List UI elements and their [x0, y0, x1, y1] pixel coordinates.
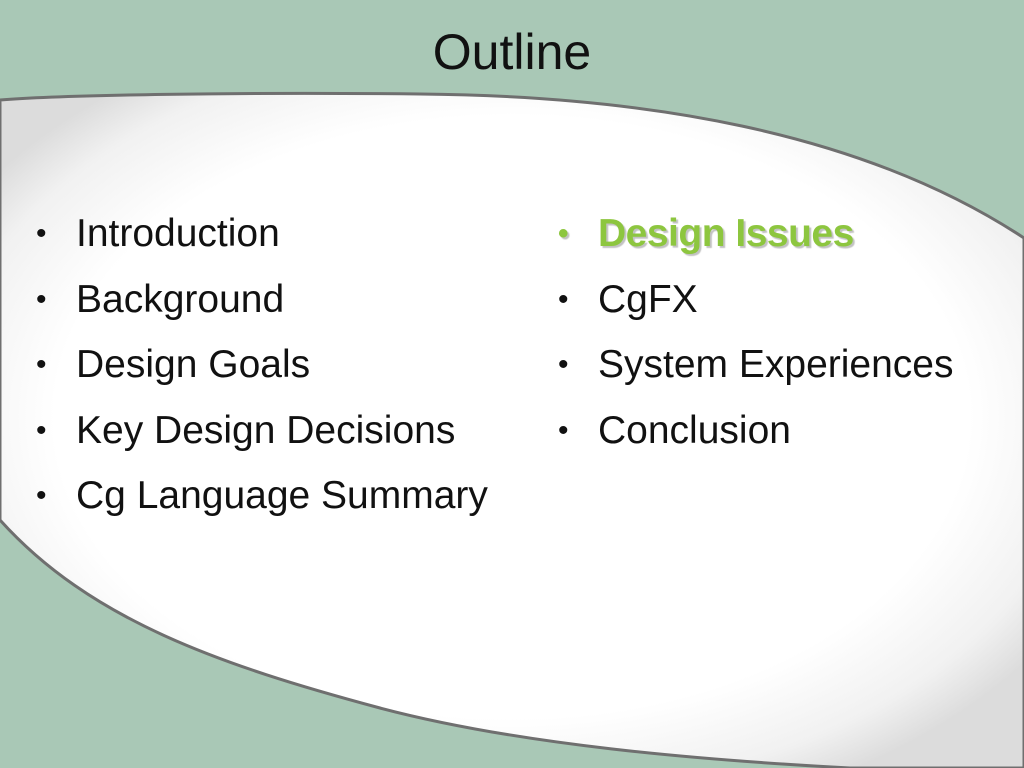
bullet-icon: • [36, 479, 47, 512]
bullet-icon: • [36, 282, 47, 316]
bullet-icon: • [36, 217, 47, 250]
bullet-icon: • [36, 348, 47, 381]
list-item-label: System Experiences [598, 343, 954, 386]
bullet-icon: • [558, 282, 569, 316]
bullet-icon: • [558, 413, 569, 447]
left-bullet-list: •Introduction •Background •Design Goals … [36, 212, 488, 540]
bullet-icon: • [36, 413, 47, 447]
list-item: • Conclusion [558, 409, 953, 453]
list-item-label: CgFX [598, 277, 698, 321]
list-item-label: Introduction [76, 212, 280, 255]
slide-title: Outline [432, 24, 592, 80]
list-item: • Background [36, 278, 488, 322]
list-item-current: • Design Issues [558, 212, 953, 256]
list-item: • Cg Language Summary [36, 474, 488, 518]
list-item-label: Design Goals [76, 343, 311, 386]
list-item-label: Key Design Decisions [76, 408, 456, 452]
list-item: • System Experiences [558, 343, 953, 387]
list-item: • Key Design Decisions [36, 409, 488, 453]
list-item: • Introduction [36, 212, 488, 256]
bullet-icon: • [558, 348, 569, 381]
list-item: • CgFX [558, 278, 953, 322]
right-bullet-list: • Design Issues • CgFX • System Experiences… [558, 212, 953, 474]
bullet-icon: • [558, 217, 569, 250]
list-item-label: Background [76, 277, 285, 321]
list-item-label: Design Issues [598, 212, 854, 255]
list-item-label: Cg Language Summary [76, 474, 488, 517]
list-item: • Design Goals [36, 343, 488, 387]
list-item-label: Conclusion [598, 408, 791, 452]
